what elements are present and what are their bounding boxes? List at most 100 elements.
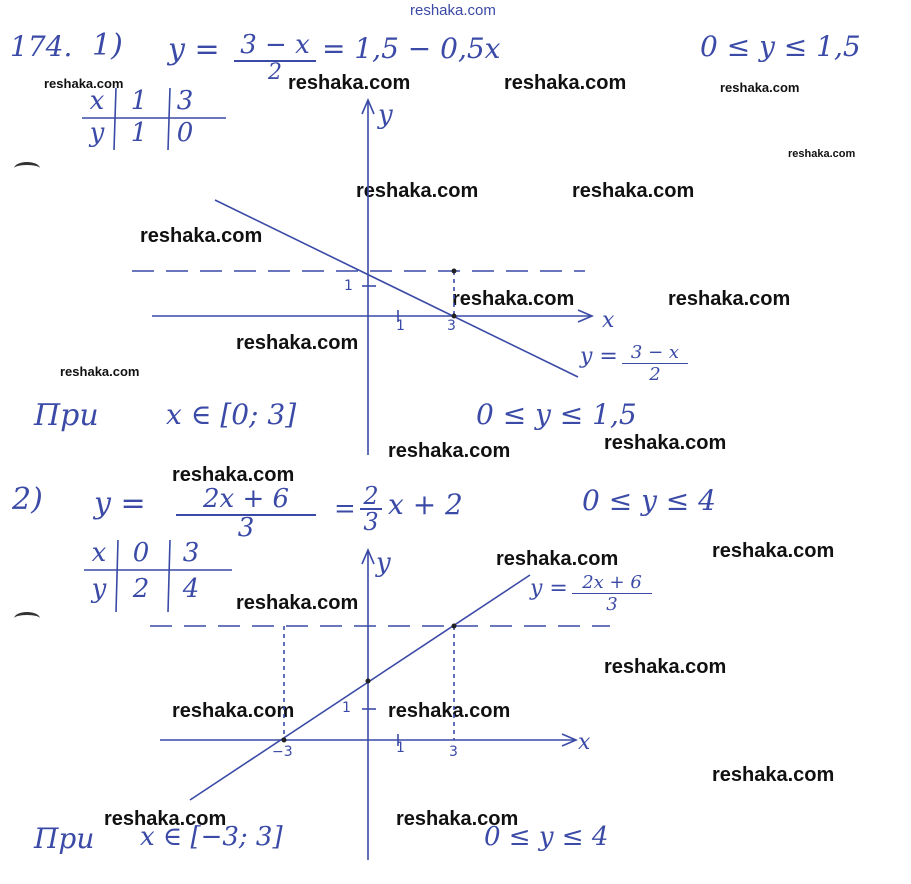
watermark[interactable]: reshaka.com: [236, 332, 359, 354]
watermark[interactable]: reshaka.com: [104, 808, 227, 830]
part2-tick-xm3: −3: [272, 744, 293, 760]
watermark[interactable]: reshaka.com: [504, 72, 627, 94]
table-rule: [167, 87, 171, 151]
part1-y-arrow: [361, 97, 375, 115]
point: [451, 313, 457, 319]
table-x-label: x: [91, 538, 107, 568]
watermark[interactable]: reshaka.com: [452, 288, 575, 310]
watermark[interactable]: reshaka.com: [288, 72, 411, 94]
watermark[interactable]: reshaka.com: [668, 288, 791, 310]
part2-equation-rhs: x + 2: [388, 488, 463, 521]
part2-tick-x3: 3: [449, 744, 458, 760]
watermark[interactable]: reshaka.com: [236, 592, 359, 614]
part1-x-arrow: [577, 309, 595, 323]
punch-hole: [14, 162, 40, 175]
point: [281, 737, 287, 743]
part2-x-arrow: [561, 733, 579, 747]
coef-num: 2: [363, 482, 379, 510]
table-y-label: y: [89, 118, 105, 148]
part1-conclusion-range: 0 ≤ y ≤ 1,5: [476, 398, 637, 431]
part1-line-label-lhs: y =: [580, 344, 618, 369]
watermark[interactable]: reshaka.com: [60, 364, 140, 379]
watermark-top[interactable]: reshaka.com: [410, 2, 496, 19]
watermark[interactable]: reshaka.com: [172, 700, 295, 722]
part1-tick-x1: 1: [396, 318, 405, 334]
part1-tick-y1: 1: [344, 278, 353, 294]
table-x-value: 1: [130, 86, 148, 116]
part2-line-label-fraction: 2x + 6 3: [572, 572, 652, 615]
watermark[interactable]: reshaka.com: [388, 700, 511, 722]
part2-tick-y1: 1: [342, 700, 351, 716]
fraction-bar: [176, 514, 316, 516]
part2-coefficient: 2 3: [360, 484, 382, 534]
fraction-bar: [360, 508, 382, 510]
table-y-label: y: [91, 574, 107, 604]
watermark[interactable]: reshaka.com: [140, 225, 263, 247]
part2-tick-x1: 1: [396, 740, 405, 756]
table-x-label: x: [89, 86, 105, 116]
frac-num: 3 − x: [630, 342, 680, 363]
part2-range: 0 ≤ y ≤ 4: [582, 484, 716, 517]
part1-range: 0 ≤ y ≤ 1,5: [700, 30, 861, 63]
part1-value-table: x y 1 3 1 0: [80, 86, 230, 152]
part2-conclusion-lhs: При: [34, 822, 95, 855]
watermark[interactable]: reshaka.com: [712, 540, 835, 562]
part2-label: 2): [12, 482, 43, 517]
part2-fraction: 2x + 6 3: [176, 484, 316, 543]
fraction-bar: [234, 60, 316, 62]
watermark[interactable]: reshaka.com: [388, 440, 511, 462]
part1-fraction: 3 − x 2: [232, 30, 318, 84]
watermark[interactable]: reshaka.com: [44, 76, 124, 91]
table-y-value: 1: [130, 118, 148, 148]
part2-frac-den: 3: [237, 513, 255, 543]
part2-conclusion-range: 0 ≤ y ≤ 4: [484, 822, 609, 852]
part2-y-arrow: [361, 547, 375, 565]
part1-graph-line: [214, 199, 579, 378]
part2-graph-line: [189, 574, 531, 801]
part2-equation-mid: =: [334, 494, 356, 524]
watermark[interactable]: reshaka.com: [496, 548, 619, 570]
part2-axis-y-label: y: [376, 548, 391, 578]
part2-line-label-lhs: y =: [530, 576, 568, 601]
punch-hole: [14, 612, 40, 625]
coef-den: 3: [363, 508, 379, 536]
part1-equation-lhs: y =: [168, 32, 220, 67]
part1-line-label-fraction: 3 − x 2: [622, 342, 688, 385]
part2-equation-lhs: y =: [94, 486, 146, 521]
table-x-value: 0: [132, 538, 150, 568]
part1-conclusion-lhs: При: [34, 398, 99, 433]
part1-equation-rhs: = 1,5 − 0,5x: [322, 32, 501, 65]
part1-frac-num: 3 − x: [240, 30, 310, 60]
watermark[interactable]: reshaka.com: [788, 148, 856, 160]
watermark[interactable]: reshaka.com: [720, 80, 800, 95]
watermark[interactable]: reshaka.com: [712, 764, 835, 786]
point: [451, 623, 457, 629]
part2-frac-num: 2x + 6: [202, 484, 290, 514]
watermark[interactable]: reshaka.com: [356, 180, 479, 202]
point: [451, 268, 457, 274]
part2-conclusion-interval: x ∈ [−3; 3]: [140, 822, 283, 852]
frac-den: 2: [649, 364, 661, 385]
part1-frac-den: 2: [268, 60, 282, 85]
part1-conclusion-interval: x ∈ [0; 3]: [166, 398, 297, 431]
table-y-value: 4: [182, 574, 200, 604]
table-x-value: 3: [182, 538, 200, 568]
part1-axis-x-label: x: [602, 308, 615, 333]
table-rule: [113, 87, 117, 151]
watermark[interactable]: reshaka.com: [604, 432, 727, 454]
table-y-value: 0: [176, 118, 194, 148]
watermark[interactable]: reshaka.com: [396, 808, 519, 830]
frac-num: 2x + 6: [582, 572, 642, 593]
fraction-bar: [622, 363, 688, 364]
part1-label: 1): [92, 28, 123, 63]
watermark[interactable]: reshaka.com: [604, 656, 727, 678]
watermark[interactable]: reshaka.com: [572, 180, 695, 202]
point: [365, 678, 371, 684]
watermark[interactable]: reshaka.com: [172, 464, 295, 486]
problem-number: 174.: [10, 30, 73, 63]
part1-tick-x3: 3: [447, 318, 456, 334]
part2-value-table: x y 0 3 2 4: [82, 538, 242, 614]
table-y-value: 2: [132, 574, 150, 604]
part2-axis-x-label: x: [578, 730, 591, 755]
